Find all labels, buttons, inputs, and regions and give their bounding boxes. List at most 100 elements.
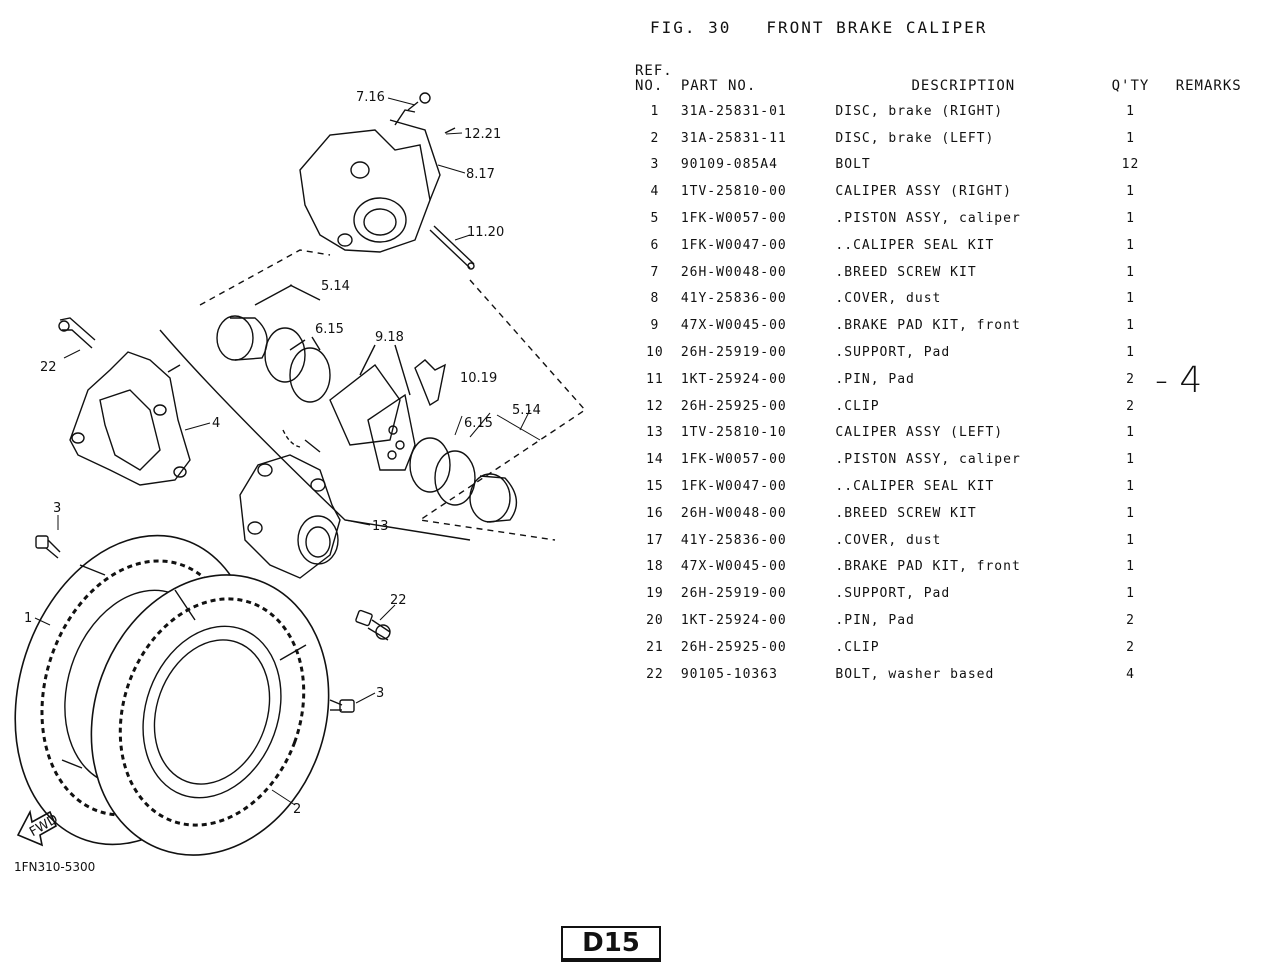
ref-cell: 8 — [650, 291, 660, 307]
ref-cell: 19 — [646, 586, 664, 602]
remarks-cell — [1170, 98, 1273, 125]
description-cell: .BREED SCREW KIT — [835, 264, 977, 280]
remarks-cell — [1170, 527, 1273, 554]
remarks-cell — [1170, 661, 1273, 688]
part-no-cell: 41Y-25836-00 — [680, 532, 787, 548]
ref-cell: 18 — [646, 559, 664, 575]
description-cell: ..CALIPER SEAL KIT — [835, 479, 995, 495]
ref-cell: 3 — [650, 157, 660, 173]
callout-6-15-lower: 6.15 — [464, 416, 493, 431]
description-cell: .BREED SCREW KIT — [835, 505, 977, 521]
callout-13: 13 — [372, 519, 389, 534]
qty-header: Q'TY — [1111, 78, 1150, 94]
callout-22-lower: 22 — [390, 593, 407, 608]
part-no-cell: 26H-25925-00 — [680, 398, 787, 414]
ref-cell: 17 — [646, 532, 664, 548]
ref-cell: 22 — [646, 666, 664, 682]
ref-cell: 15 — [646, 479, 664, 495]
qty-cell: 1 — [1126, 479, 1135, 495]
callout-11-20: 11.20 — [467, 225, 504, 240]
remarks-cell — [1170, 286, 1273, 313]
remarks-cell — [1170, 446, 1273, 473]
ref-cell: 10 — [646, 345, 664, 361]
description-cell: .COVER, dust — [835, 532, 942, 548]
qty-cell: 1 — [1126, 103, 1135, 119]
callout-9-18: 9.18 — [375, 330, 404, 345]
qty-cell: 4 — [1126, 666, 1135, 682]
callout-3-lower: 3 — [376, 686, 384, 701]
part-no-header: PART NO. — [680, 78, 757, 94]
ref-cell: 2 — [650, 130, 660, 146]
remarks-cell — [1170, 634, 1273, 661]
description-cell: .SUPPORT, Pad — [835, 345, 951, 361]
qty-cell: 1 — [1126, 586, 1135, 602]
table-header-row: REF. NO. PART NO. DESCRIPTION Q'TY REMAR… — [635, 64, 1273, 98]
callout-leaders — [34, 97, 541, 806]
qty-cell: 1 — [1126, 184, 1135, 200]
ref-cell: 1 — [650, 103, 660, 119]
table-row: 3 90109-085A4 BOLT 12 — [635, 152, 1273, 179]
description-cell: .BRAKE PAD KIT, front — [835, 559, 1021, 575]
callout-4: 4 — [212, 416, 220, 431]
ref-cell: 5 — [650, 211, 660, 227]
description-cell: .PIN, Pad — [835, 613, 915, 629]
part-no-cell: 1KT-25924-00 — [680, 371, 787, 387]
ref-cell: 12 — [646, 398, 664, 414]
remarks-cell — [1170, 178, 1273, 205]
caliper-lower — [239, 429, 341, 579]
callout-3-upper: 3 — [53, 501, 61, 516]
qty-cell: 1 — [1126, 532, 1135, 548]
ref-no-header: REF. NO. — [635, 64, 675, 98]
description-cell: CALIPER ASSY (RIGHT) — [835, 184, 1012, 200]
remarks-cell — [1170, 152, 1273, 179]
callout-12-21: 12.21 — [464, 127, 501, 142]
parts-table: REF. NO. PART NO. DESCRIPTION Q'TY REMAR… — [635, 64, 1273, 688]
ref-cell: 9 — [650, 318, 660, 334]
part-no-cell: 1FK-W0057-00 — [680, 211, 787, 227]
ref-header-line2: NO. — [635, 78, 664, 94]
part-no-cell: 1FK-W0047-00 — [680, 237, 787, 253]
remarks-cell — [1170, 607, 1273, 634]
qty-cell: 1 — [1126, 237, 1135, 253]
callout-6-15-upper: 6.15 — [315, 322, 344, 337]
remarks-cell — [1170, 125, 1273, 152]
piston-seal-pad-group — [159, 249, 587, 541]
remarks-cell — [1170, 554, 1273, 581]
description-cell: .CLIP — [835, 639, 880, 655]
part-no-cell: 26H-25919-00 — [680, 586, 787, 602]
part-no-cell: 1FK-W0057-00 — [680, 452, 787, 468]
description-cell: BOLT — [835, 157, 871, 173]
part-no-cell: 90105-10363 — [680, 666, 778, 682]
remarks-cell — [1170, 420, 1273, 447]
description-cell: DISC, brake (LEFT) — [835, 130, 995, 146]
description-cell: CALIPER ASSY (LEFT) — [835, 425, 1004, 441]
callout-10-19: 10.19 — [460, 371, 497, 386]
part-no-cell: 26H-W0048-00 — [680, 264, 787, 280]
table-row: 10 26H-25919-00 .SUPPORT, Pad 1 — [635, 339, 1273, 366]
part-no-cell: 31A-25831-11 — [680, 130, 787, 146]
part-no-cell: 90109-085A4 — [680, 157, 778, 173]
ref-header-line1: REF. — [635, 63, 673, 79]
callout-5-14-lower: 5.14 — [512, 403, 541, 418]
part-no-cell: 26H-25925-00 — [680, 639, 787, 655]
bolt-3-upper — [35, 535, 61, 559]
description-cell: .CLIP — [835, 398, 880, 414]
qty-cell: 1 — [1126, 211, 1135, 227]
part-no-cell: 31A-25831-01 — [680, 103, 787, 119]
description-cell: BOLT, washer based — [835, 666, 995, 682]
qty-cell: 12 — [1121, 157, 1140, 173]
part-no-cell: 1KT-25924-00 — [680, 613, 787, 629]
description-cell: .COVER, dust — [835, 291, 942, 307]
qty-cell: 1 — [1126, 345, 1135, 361]
part-no-cell: 26H-25919-00 — [680, 345, 787, 361]
caliper-left — [58, 317, 191, 486]
ref-cell: 21 — [646, 639, 664, 655]
